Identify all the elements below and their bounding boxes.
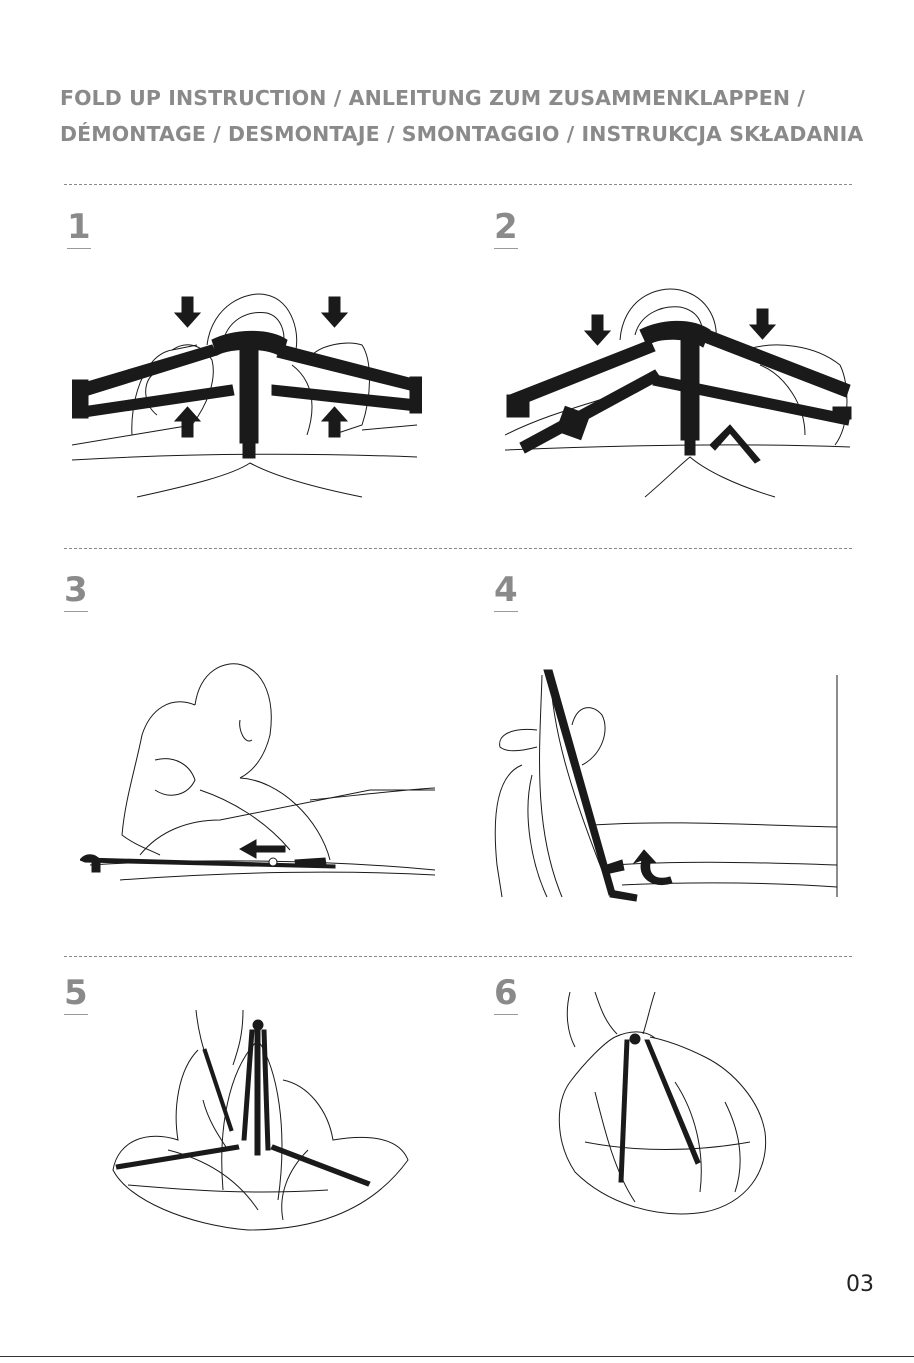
step-1-illustration (72, 285, 422, 500)
step-6-illustration (555, 992, 780, 1222)
step-number-underline (494, 1014, 518, 1015)
step-number-2: 2 (494, 210, 518, 244)
section-divider (64, 548, 852, 549)
step-number-3: 3 (64, 573, 88, 607)
page-title-line-2: DÉMONTAGE / DESMONTAJE / SMONTAGGIO / IN… (60, 122, 863, 146)
step-5-illustration (108, 1010, 418, 1232)
step-number-underline (67, 248, 91, 249)
step-4-illustration (492, 665, 842, 905)
step-2-illustration (505, 285, 855, 500)
step-number-underline (494, 248, 518, 249)
step-number-1: 1 (67, 210, 91, 244)
step-3-illustration (80, 660, 435, 885)
page-title-line-1: FOLD UP INSTRUCTION / ANLEITUNG ZUM ZUSA… (60, 86, 805, 110)
section-divider (64, 184, 852, 185)
step-number-5: 5 (64, 976, 88, 1010)
step-number-4: 4 (494, 573, 518, 607)
step-number-underline (64, 1014, 88, 1015)
step-number-6: 6 (494, 976, 518, 1010)
step-number-underline (64, 611, 88, 612)
page-number: 03 (846, 1272, 874, 1297)
step-number-underline (494, 611, 518, 612)
section-divider (64, 956, 852, 957)
